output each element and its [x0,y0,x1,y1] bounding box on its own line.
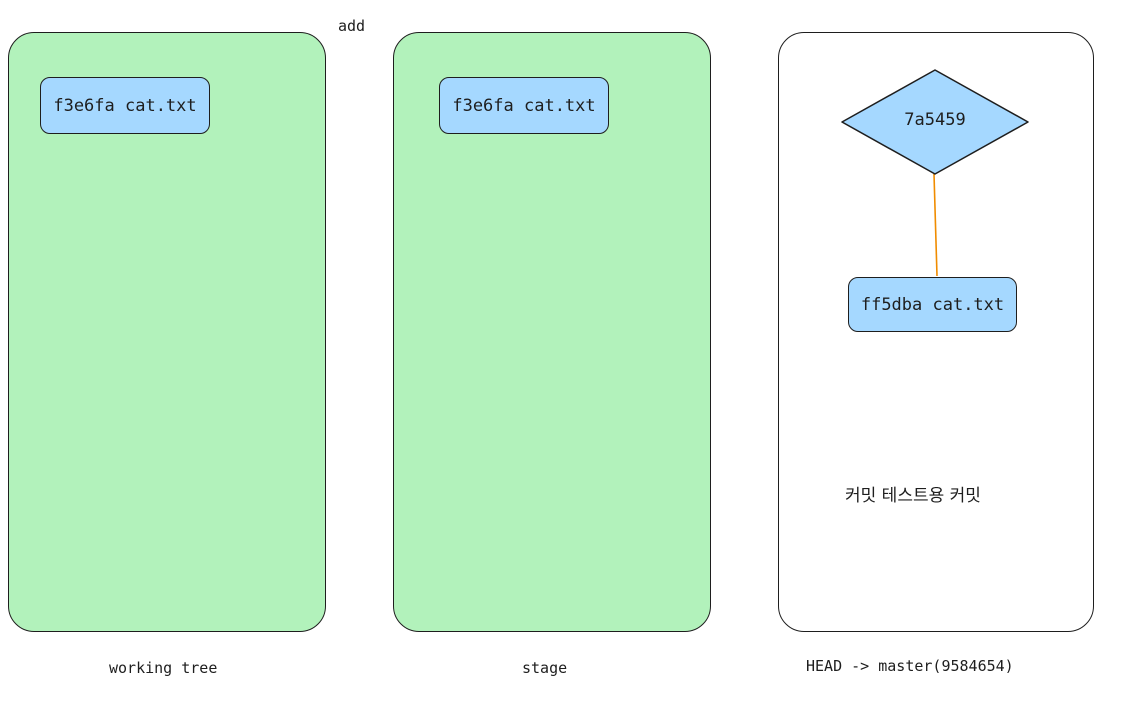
head-label: HEAD -> master(9584654) [806,657,1014,675]
commit-message: 커밋 테스트용 커밋 [845,486,981,506]
commit-hash: 7a5459 [904,110,966,130]
commit-blob: ff5dba cat.txt [848,277,1017,332]
stage-label: stage [522,659,568,677]
stage-blob: f3e6fa cat.txt [439,77,609,134]
working-tree-blob: f3e6fa cat.txt [40,77,210,134]
add-arrow-label: add [338,17,366,35]
working-tree-label: working tree [109,659,218,677]
